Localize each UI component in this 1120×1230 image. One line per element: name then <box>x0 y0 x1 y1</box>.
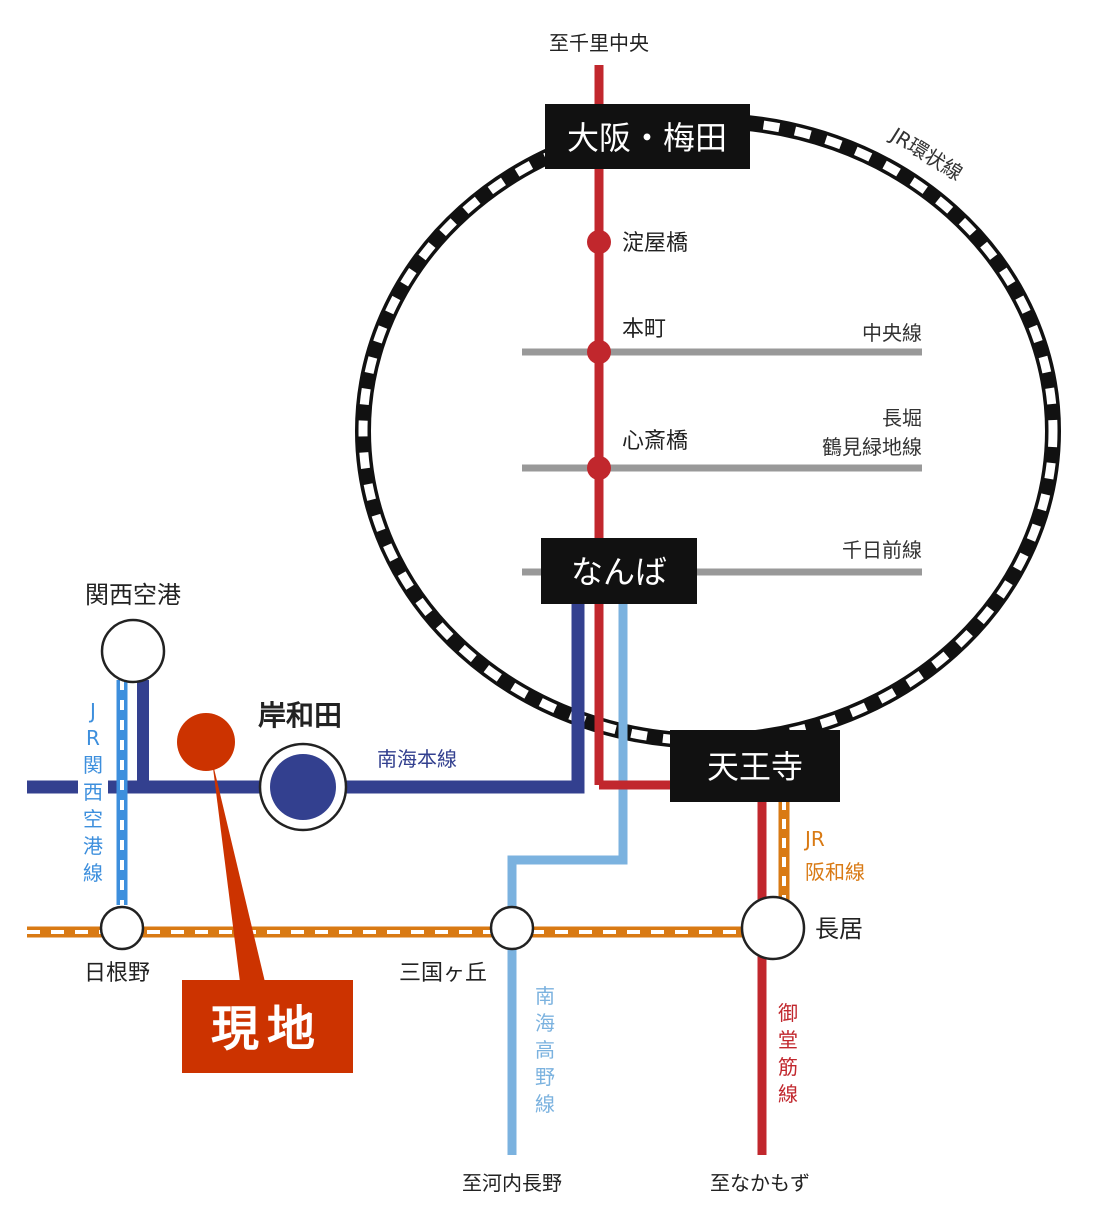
midosuji-char: 御 <box>778 1001 798 1025</box>
midosuji-char: 筋 <box>778 1055 798 1079</box>
umeda-station-box: 大阪・梅田 <box>545 104 750 169</box>
honmachi-station-dot <box>587 340 611 364</box>
nagai-label: 長居 <box>815 915 863 943</box>
jr-hanwa-line <box>27 800 790 938</box>
kishiwada-station <box>258 742 348 832</box>
nankai-main-line <box>27 600 585 794</box>
tennoji-station-label: 天王寺 <box>707 748 803 786</box>
jr-hanwa-line-label-2: 阪和線 <box>805 860 865 884</box>
jr-kansai-airport-char: 港 <box>83 834 103 858</box>
jr-kansai-airport-line-label: J R 関 西 空 港 線 <box>78 697 108 887</box>
hineno-station <box>99 905 145 951</box>
shinsaibashi-station-dot <box>587 456 611 480</box>
jr-kansai-airport-char: 西 <box>83 780 103 804</box>
nankai-koya-char: 南 <box>535 984 555 1008</box>
namba-station-box: なんば <box>541 538 697 604</box>
yodoyabashi-station-dot <box>587 230 611 254</box>
mikunigaoka-station <box>489 905 535 951</box>
nankai-koya-char: 高 <box>535 1038 555 1062</box>
midosuji-line-label: 御 堂 筋 線 <box>778 1001 798 1106</box>
current-location-dot <box>177 713 235 771</box>
kishiwada-label: 岸和田 <box>258 699 342 732</box>
sennichimae-line-label: 千日前線 <box>842 538 922 562</box>
kansai-airport-station <box>100 618 166 684</box>
namba-station-label: なんば <box>571 553 667 591</box>
jr-kansai-airport-char: 関 <box>83 753 103 777</box>
jr-hanwa-line-label-1: JR <box>803 827 825 851</box>
jr-kansai-airport-char: 空 <box>83 807 103 831</box>
nankai-koya-char: 野 <box>535 1065 555 1089</box>
nagai-station <box>740 895 806 961</box>
midosuji-char: 線 <box>778 1082 798 1106</box>
nankai-koya-char: 線 <box>535 1092 555 1116</box>
umeda-station-label: 大阪・梅田 <box>567 119 727 157</box>
midosuji-line <box>594 65 767 1155</box>
callout-pointer <box>212 760 265 982</box>
current-location-label: 現地 <box>211 1001 323 1057</box>
current-location-box <box>182 980 353 1073</box>
kansai-airport-label: 関西空港 <box>85 581 181 609</box>
terminus-south-east-label: 至なかもず <box>710 1171 810 1195</box>
mikunigaoka-label: 三国ヶ丘 <box>399 961 487 986</box>
terminus-north-label: 至千里中央 <box>549 31 649 55</box>
yodoyabashi-label: 淀屋橋 <box>622 231 688 256</box>
honmachi-label: 本町 <box>622 317 666 342</box>
nankai-koya-char: 海 <box>535 1011 555 1035</box>
nagahori-line-label-2: 鶴見緑地線 <box>822 435 922 459</box>
tennoji-station-box: 天王寺 <box>670 730 840 802</box>
terminus-south-west-label: 至河内長野 <box>462 1171 562 1195</box>
jr-loop-line <box>355 113 1061 749</box>
nankai-koya-line <box>507 600 628 1155</box>
chuo-line-label: 中央線 <box>862 321 922 345</box>
nankai-main-line-label: 南海本線 <box>377 747 457 771</box>
nankai-koya-line-label: 南 海 高 野 線 <box>535 984 555 1116</box>
shinsaibashi-label: 心斎橋 <box>622 429 688 454</box>
nagahori-line-label-1: 長堀 <box>882 406 922 430</box>
midosuji-char: 堂 <box>778 1028 798 1052</box>
hineno-label: 日根野 <box>84 961 150 986</box>
jr-kansai-airport-char: J <box>88 699 96 723</box>
jr-kansai-airport-char: R <box>86 726 100 750</box>
current-location-marker: 現地 <box>177 713 353 1073</box>
jr-kansai-airport-char: 線 <box>83 861 103 885</box>
